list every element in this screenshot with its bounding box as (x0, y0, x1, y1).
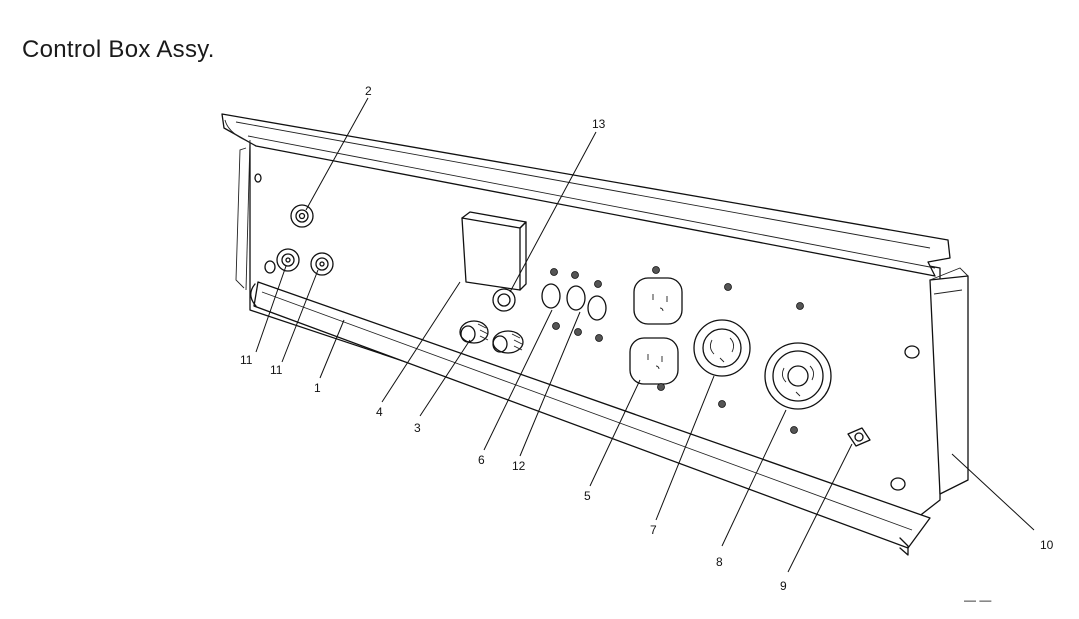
callout-11-a: 11 (240, 353, 253, 367)
callout-9: 9 (780, 579, 787, 593)
corner-fragment: — — (964, 593, 991, 607)
callout-10: 10 (1040, 538, 1054, 552)
part-2-knob (290, 204, 314, 228)
callout-7: 7 (650, 523, 657, 537)
part-4-module (461, 211, 527, 291)
callout-5: 5 (584, 489, 591, 503)
callout-6: 6 (478, 453, 485, 467)
control-panel-body (221, 113, 969, 556)
diagram-title: Control Box Assy. (22, 36, 215, 63)
part-7-twist-lock-outlet (693, 283, 751, 408)
part-8-large-locking-outlet (764, 302, 832, 434)
callout-3: 3 (414, 421, 421, 435)
part-13-fitting (492, 288, 516, 312)
part-6-breaker-group (541, 268, 607, 342)
part-11-left (276, 248, 300, 272)
callout-1: 1 (314, 381, 321, 395)
callout-8: 8 (716, 555, 723, 569)
part-5-duplex-outlet (629, 266, 683, 391)
callout-11-b: 11 (270, 363, 283, 377)
callout-12: 12 (512, 459, 526, 473)
callout-13: 13 (592, 117, 606, 131)
leader-lines (255, 97, 1035, 573)
part-3-knobs (459, 320, 524, 354)
part-9-ground-lug (847, 427, 871, 447)
callout-2: 2 (365, 84, 372, 98)
part-11-right (310, 252, 334, 276)
callout-4: 4 (376, 405, 383, 419)
callouts: 2 13 11 11 1 4 3 6 12 5 7 8 9 10 (240, 84, 1054, 593)
